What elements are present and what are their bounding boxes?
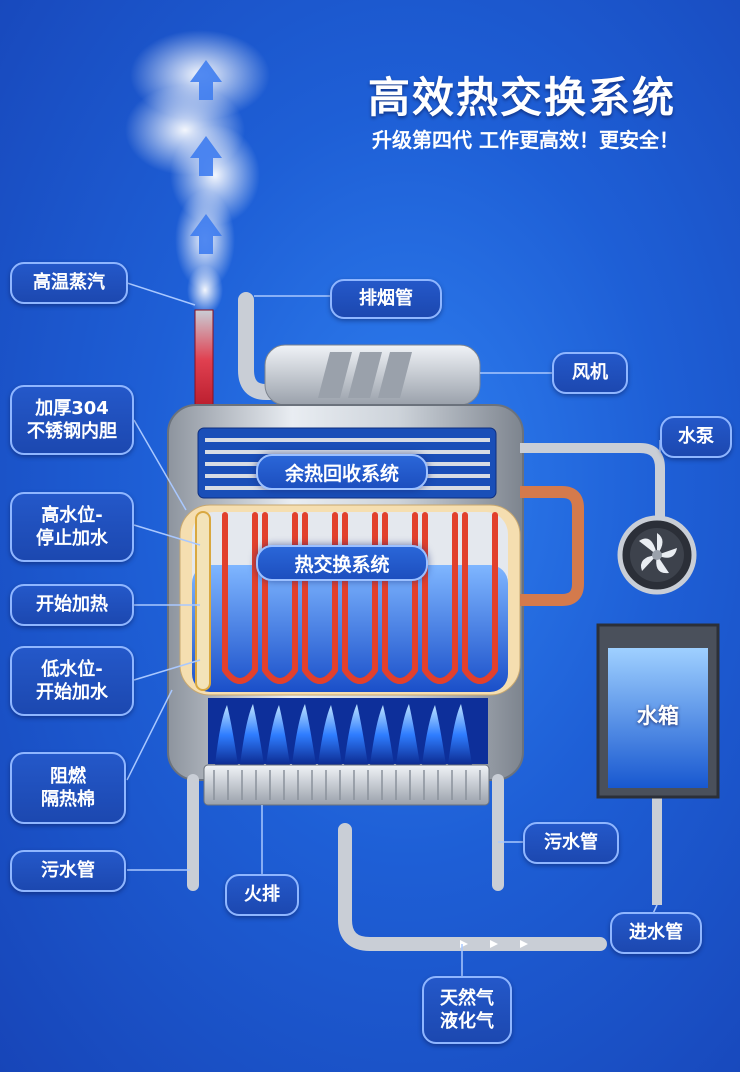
heat-exchange-coils xyxy=(222,512,498,684)
label-inlet: 进水管 xyxy=(610,912,702,954)
label-steam-text: 高温蒸汽 xyxy=(33,272,105,294)
label-insulation-line2: 隔热棉 xyxy=(41,789,95,810)
label-sewage-left: 污水管 xyxy=(10,850,126,892)
label-insulation: 阻燃 隔热棉 xyxy=(10,752,126,824)
gas-pipe xyxy=(338,823,607,951)
label-insulation-line1: 阻燃 xyxy=(50,765,86,787)
label-start-heating-text: 开始加热 xyxy=(36,594,108,616)
flame-icon xyxy=(215,704,472,765)
label-liner-line2: 不锈钢内胆 xyxy=(27,421,117,442)
label-burner: 火排 xyxy=(225,874,299,916)
label-flue: 排烟管 xyxy=(330,279,442,319)
page-title: 高效热交换系统 xyxy=(368,73,677,122)
tank-label: 水箱 xyxy=(637,704,679,728)
label-inlet-text: 进水管 xyxy=(629,922,683,944)
label-fan-text: 风机 xyxy=(572,362,608,384)
label-high-water-line1: 高水位- xyxy=(41,504,103,526)
storage-tank-water xyxy=(608,648,708,788)
label-start-heating: 开始加热 xyxy=(10,584,134,626)
arrow-up-icon xyxy=(190,60,222,254)
label-liner-line1: 加厚304 xyxy=(35,397,109,419)
chimney xyxy=(194,309,214,411)
label-low-water: 低水位- 开始加水 xyxy=(10,646,134,716)
page-subtitle: 升级第四代 工作更高效！更安全！ xyxy=(372,128,679,152)
label-sewage-right-text: 污水管 xyxy=(544,832,598,854)
label-gas-line1: 天然气 xyxy=(440,987,494,1009)
label-steam: 高温蒸汽 xyxy=(10,262,128,304)
label-sewage-left-text: 污水管 xyxy=(41,860,95,882)
label-gas-line2: 液化气 xyxy=(440,1011,494,1032)
label-sewage-right: 污水管 xyxy=(523,822,619,864)
inner-label-heat-exchange: 热交换系统 xyxy=(256,545,428,581)
burner-grid xyxy=(213,770,481,800)
label-gas: 天然气 液化气 xyxy=(422,976,512,1044)
water-body xyxy=(192,565,508,692)
label-pump: 水泵 xyxy=(660,416,732,458)
inner-label-waste-heat: 余热回收系统 xyxy=(256,454,428,490)
label-low-water-line2: 开始加水 xyxy=(36,682,108,703)
label-burner-text: 火排 xyxy=(244,884,280,906)
label-high-water-line2: 停止加水 xyxy=(36,528,108,549)
label-pump-text: 水泵 xyxy=(678,426,714,448)
fan-icon xyxy=(318,352,412,398)
label-liner: 加厚304 不锈钢内胆 xyxy=(10,385,134,455)
water-level-gauge xyxy=(195,511,211,691)
burner-bar xyxy=(203,764,490,806)
hot-water-pipe xyxy=(520,486,584,606)
label-fan: 风机 xyxy=(552,352,628,394)
label-high-water: 高水位- 停止加水 xyxy=(10,492,134,562)
water-circuit-pipe xyxy=(520,443,665,520)
label-flue-text: 排烟管 xyxy=(359,288,413,310)
label-low-water-line1: 低水位- xyxy=(41,658,103,680)
pump-icon xyxy=(617,515,697,595)
